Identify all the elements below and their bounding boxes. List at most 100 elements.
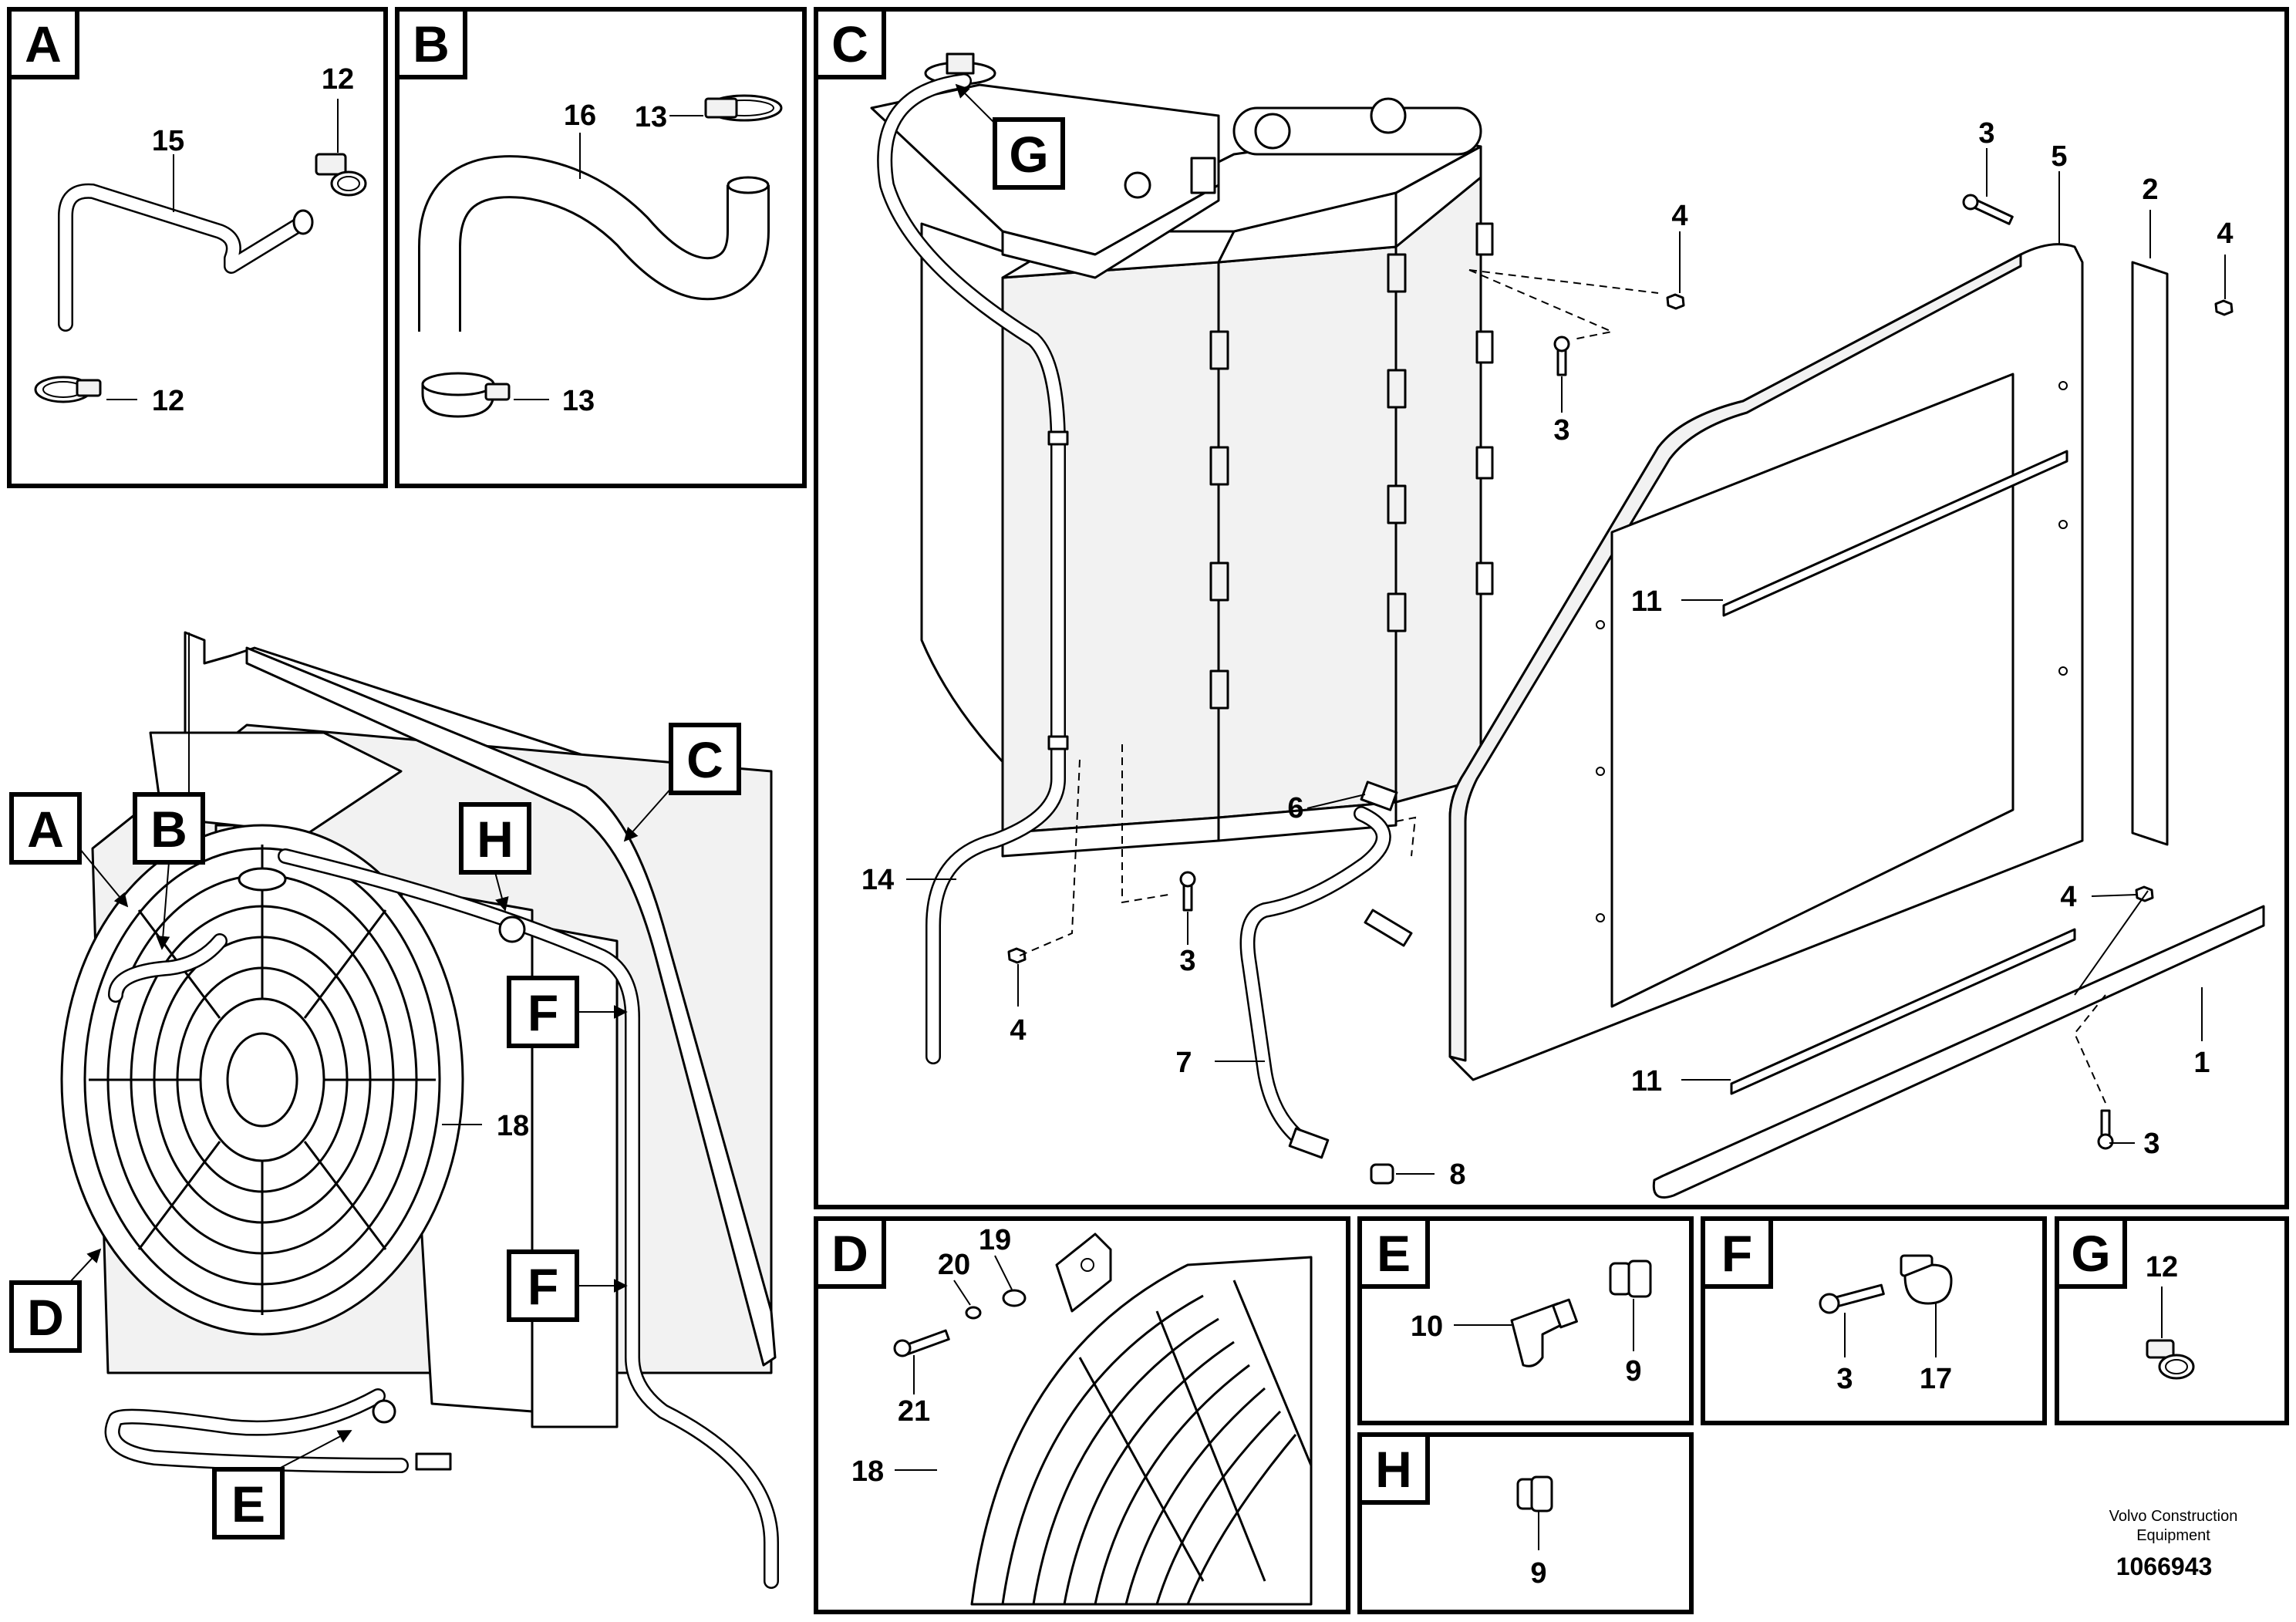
- callout-16: 16: [564, 99, 596, 132]
- panel-e: E 10 9: [1357, 1216, 1694, 1425]
- clamp-12-top: [315, 153, 367, 197]
- callout-c-4b: 4: [1671, 200, 1687, 232]
- callout-c-3a: 3: [1978, 117, 1994, 150]
- callout-e-10: 10: [1411, 1310, 1443, 1343]
- svg-text:F: F: [528, 1258, 558, 1315]
- callout-c-6: 6: [1287, 792, 1303, 824]
- frame-panel-drawing: [1448, 243, 2084, 1081]
- svg-text:H: H: [477, 811, 514, 868]
- credit-line-2: Equipment: [2136, 1527, 2210, 1544]
- fasteners-d: [893, 1289, 1027, 1357]
- panel-h-letter: H: [1375, 1441, 1412, 1498]
- adapter-9-h: [1516, 1475, 1553, 1512]
- svg-text:E: E: [231, 1475, 265, 1533]
- radiator-core-drawing: [870, 52, 1482, 858]
- panel-b: B 16 13 13: [395, 7, 807, 488]
- overview-callout-18: 18: [497, 1110, 529, 1142]
- panel-a: A 12 15 12: [7, 7, 388, 488]
- panel-f: F 3 17: [1701, 1216, 2047, 1425]
- svg-text:A: A: [27, 801, 64, 858]
- panel-g-letter: G: [2071, 1225, 2110, 1282]
- clamp-12-bottom: [34, 376, 102, 403]
- callout-d-21: 21: [898, 1395, 930, 1428]
- svg-text:D: D: [27, 1289, 64, 1346]
- callout-c-5: 5: [2051, 140, 2067, 173]
- panel-g: G 12: [2055, 1216, 2289, 1425]
- clamp-13-bottom: [421, 372, 511, 418]
- hose-14-drawing: [877, 73, 1069, 1064]
- panel-h: H 9: [1357, 1432, 1694, 1614]
- panel-a-letter: A: [25, 15, 62, 73]
- callout-c-4a: 4: [2217, 218, 2233, 250]
- bar-1-drawing: [1652, 905, 2265, 1199]
- callout-c-1: 1: [2193, 1047, 2210, 1079]
- hose-7-drawing: [1239, 806, 1413, 1159]
- overview-fan-drawing: [60, 824, 464, 1336]
- svg-text:C: C: [686, 731, 723, 788]
- clamp-13-top: [704, 94, 783, 122]
- panel-c: C: [814, 7, 2289, 1209]
- callout-13-top: 13: [635, 101, 667, 133]
- panel-d-letter: D: [831, 1225, 868, 1282]
- overview-callout-b: B: [133, 792, 205, 950]
- elbow-fitting-10: [1510, 1298, 1578, 1367]
- callout-d-20: 20: [938, 1249, 970, 1281]
- callout-c-7: 7: [1175, 1047, 1192, 1079]
- bolt-3-f: [1819, 1283, 1885, 1314]
- callout-15: 15: [152, 125, 184, 157]
- seal-strips-11: [1722, 450, 2076, 1095]
- svg-text:F: F: [528, 984, 558, 1041]
- overview-callout-h: H: [459, 802, 531, 912]
- overview-callout-d: D: [9, 1248, 102, 1353]
- callout-12-top: 12: [322, 63, 354, 96]
- panel-f-letter: F: [1721, 1225, 1752, 1282]
- hose-15-drawing: [58, 183, 314, 332]
- callout-h-9: 9: [1530, 1557, 1546, 1590]
- callout-c-2: 2: [2142, 174, 2158, 206]
- overview-hoses: [104, 848, 779, 1589]
- adapter-9: [1609, 1259, 1652, 1298]
- callout-c-3d: 3: [2143, 1128, 2159, 1160]
- svg-text:B: B: [150, 801, 187, 858]
- assembly-guides: [1017, 269, 2149, 1104]
- callout-e-9: 9: [1625, 1355, 1641, 1388]
- overview-callout-a: A: [9, 792, 129, 908]
- callout-13-bottom: 13: [562, 385, 595, 417]
- callout-c-3c: 3: [1179, 945, 1195, 977]
- panel-e-letter: E: [1377, 1225, 1411, 1282]
- panel-c-letter: C: [831, 15, 868, 73]
- callout-f-3: 3: [1836, 1363, 1853, 1395]
- callout-c-14: 14: [861, 864, 894, 896]
- callout-d-19: 19: [979, 1224, 1011, 1256]
- svg-text:G: G: [1009, 126, 1048, 183]
- bar-2-drawing: [2131, 261, 2169, 846]
- overview-callout-f-top: F: [507, 976, 628, 1048]
- callout-c-3b: 3: [1553, 414, 1569, 447]
- clamp-17: [1900, 1254, 1953, 1305]
- hardware-c: [1007, 194, 2234, 1150]
- core-mounting-tabs: [1209, 222, 1494, 710]
- callout-c-11a: 11: [1631, 585, 1662, 618]
- callout-f-17: 17: [1920, 1363, 1952, 1395]
- callout-c-8: 8: [1449, 1158, 1465, 1191]
- fitting-6: [1360, 781, 1398, 811]
- overview-assembly: A B C H F F D: [9, 631, 779, 1589]
- fitting-8: [1370, 1163, 1394, 1185]
- hose-16-drawing: [418, 155, 770, 332]
- credit-block: Volvo Construction Equipment 1066943: [2109, 1508, 2238, 1580]
- credit-line-1: Volvo Construction: [2109, 1508, 2238, 1525]
- overview-callout-e: E: [212, 1430, 352, 1539]
- document-number: 1066943: [2116, 1553, 2213, 1580]
- overview-callout-c: C: [623, 723, 741, 842]
- panel-c-leaders: [906, 148, 2226, 1175]
- callout-12-bottom: 12: [152, 385, 184, 417]
- callout-c-4c: 4: [1010, 1014, 1026, 1047]
- callout-g: G: [955, 83, 1065, 190]
- callout-c-11b: 11: [1631, 1065, 1662, 1098]
- callout-d-18: 18: [851, 1455, 884, 1488]
- overview-callout-f-bottom: F: [507, 1249, 628, 1322]
- panel-b-letter: B: [413, 15, 450, 73]
- fan-grille-detail: [970, 1233, 1313, 1606]
- callout-g-12: 12: [2146, 1251, 2178, 1283]
